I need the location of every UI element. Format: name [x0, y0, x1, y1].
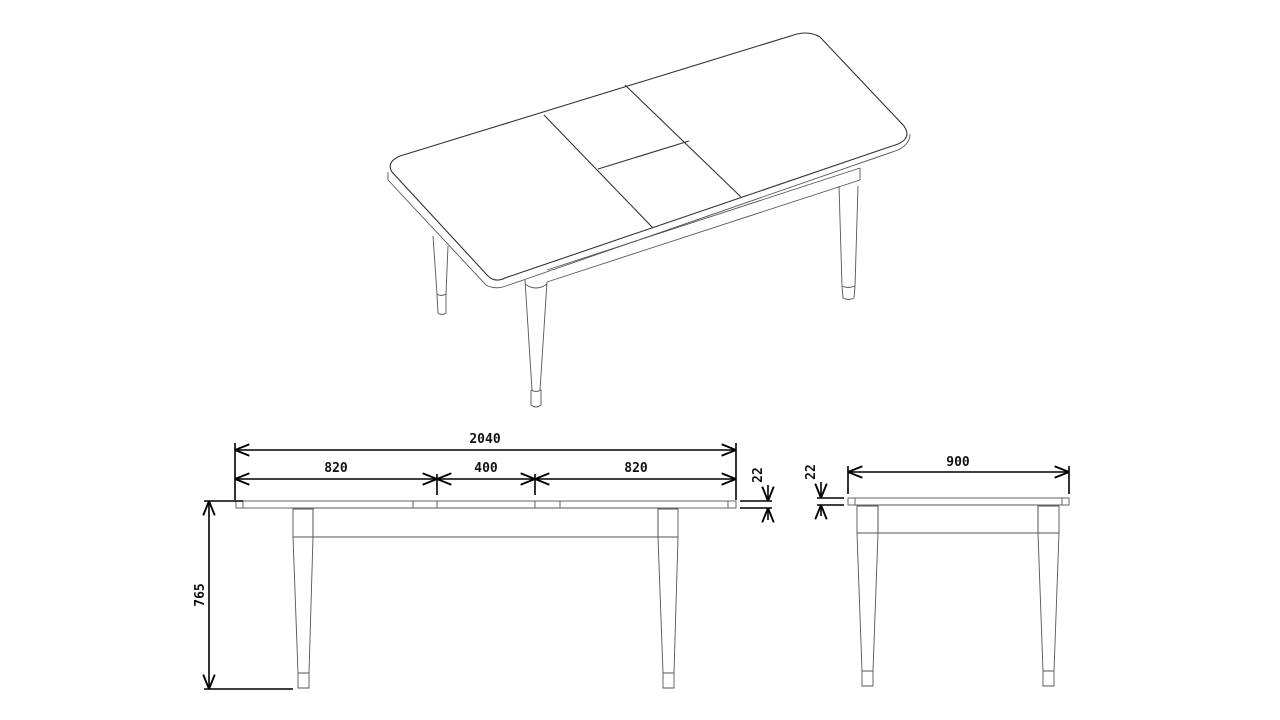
- isometric-view: [387, 32, 911, 408]
- iso-leaf-seam-right: [624, 84, 742, 198]
- svg-text:820: 820: [324, 461, 348, 476]
- iso-leaf-split: [597, 140, 690, 170]
- dimension-top-thickness-front: 22: [740, 467, 772, 520]
- svg-text:2040: 2040: [469, 432, 500, 447]
- iso-leg-back-left: [432, 235, 449, 315]
- dimension-top-thickness-side: 22: [804, 464, 844, 516]
- iso-leg-front: [524, 279, 548, 408]
- dimension-width: 900: [847, 455, 1070, 494]
- front-leg-right: [657, 508, 679, 689]
- side-leg-right: [1037, 505, 1060, 687]
- dimension-overall-length: 2040: [234, 432, 737, 500]
- iso-leaf-seam-left: [543, 114, 654, 229]
- dimension-height: 765: [193, 500, 293, 690]
- front-view: 2040 820 400 820 765 22: [193, 432, 772, 690]
- svg-text:820: 820: [624, 461, 648, 476]
- side-leg-left: [856, 505, 879, 687]
- side-table-top: [847, 497, 1070, 506]
- svg-text:22: 22: [751, 467, 766, 483]
- side-view: 900 22: [804, 455, 1070, 687]
- dimension-segments: 820 400 820: [235, 461, 736, 495]
- svg-text:22: 22: [804, 464, 819, 480]
- front-apron: [293, 507, 678, 538]
- front-table-top: [235, 500, 737, 509]
- svg-text:400: 400: [474, 461, 498, 476]
- front-leg-left: [292, 508, 314, 689]
- side-apron: [857, 504, 1059, 534]
- iso-table-top: [389, 32, 908, 281]
- svg-text:900: 900: [946, 455, 970, 470]
- svg-text:765: 765: [193, 583, 208, 606]
- iso-apron: [546, 167, 861, 283]
- iso-leg-back-right: [838, 185, 859, 300]
